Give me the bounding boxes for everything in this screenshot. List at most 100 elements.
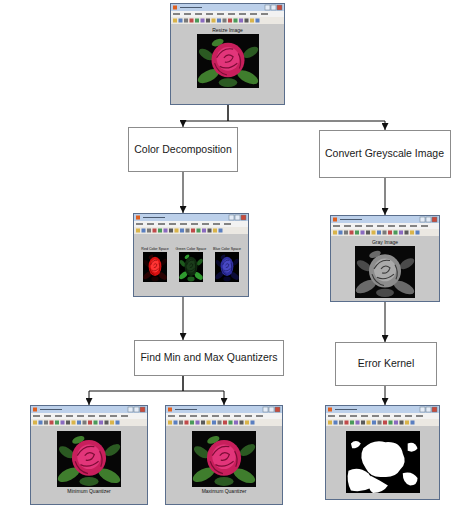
figure-body — [31, 426, 147, 504]
window-button — [265, 5, 270, 10]
menu-item — [383, 415, 390, 416]
menu-item — [333, 225, 340, 226]
tool-icon — [61, 421, 65, 425]
window-button — [432, 217, 437, 222]
rose-image — [197, 34, 259, 88]
tool-icon — [55, 421, 59, 425]
tool-icon — [239, 19, 243, 23]
menu-item — [344, 225, 351, 226]
tool-icon — [356, 421, 360, 425]
menu-item — [223, 415, 230, 416]
figure-body — [134, 234, 248, 296]
tool-icon — [229, 421, 233, 425]
tool-icon — [223, 19, 227, 23]
menu-item — [234, 415, 241, 416]
tool-icon — [164, 229, 168, 233]
connector-arrow — [385, 302, 386, 342]
box-text-group: Convert Greyscale Image — [325, 147, 444, 160]
menu-item — [217, 13, 224, 14]
tool-icon — [212, 19, 216, 23]
title-line — [335, 409, 357, 410]
window-content: Gray Image — [330, 215, 440, 298]
image-content — [57, 431, 121, 487]
image-content — [346, 431, 420, 493]
channel-row: Red Color SpaceGreen Color SpaceBlue Col… — [133, 246, 249, 282]
tool-bar — [166, 419, 282, 426]
tool-icon — [416, 231, 420, 235]
tool-icon — [234, 421, 238, 425]
menu-item — [55, 415, 62, 416]
tool-icon — [158, 229, 162, 233]
menu-item — [180, 223, 187, 224]
tool-icon — [251, 421, 255, 425]
menu-bar — [31, 413, 147, 419]
rose-image — [192, 431, 256, 487]
channel-column: Green Color Space — [173, 246, 209, 282]
tool-bar — [331, 229, 439, 236]
menu-item — [168, 415, 175, 416]
tool-icon — [168, 421, 172, 425]
tool-icon — [99, 421, 103, 425]
channel-caption: Blue Color Space — [213, 247, 241, 251]
menu-item — [256, 415, 263, 416]
window-button — [271, 5, 276, 10]
tool-icon — [405, 421, 409, 425]
window-button — [140, 407, 145, 412]
rose-image — [215, 252, 239, 282]
box-label: Color Decomposition — [134, 143, 231, 156]
error-mask-image — [346, 431, 420, 493]
window-button — [241, 215, 246, 220]
tool-icon — [191, 229, 195, 233]
tool-icon — [116, 421, 120, 425]
tool-icon — [201, 19, 205, 23]
tool-icon — [383, 231, 387, 235]
menu-bar — [166, 413, 282, 419]
menu-item — [361, 415, 368, 416]
title-bar — [326, 406, 439, 413]
window-frame — [331, 216, 440, 302]
figure-caption: Gray Image — [372, 239, 398, 245]
tool-icon — [350, 421, 354, 425]
menu-bar — [331, 223, 439, 229]
tool-icon — [94, 421, 98, 425]
screenshot-window: Gray Image — [330, 215, 440, 302]
window-content: Resize Image — [170, 3, 285, 88]
tool-icon — [344, 231, 348, 235]
window-icon — [33, 408, 37, 412]
tool-icon — [207, 421, 211, 425]
tool-icon — [195, 19, 199, 23]
window-button — [275, 407, 280, 412]
menu-bar — [134, 221, 248, 227]
connector-arrow — [228, 105, 385, 130]
menu-item — [388, 225, 395, 226]
tool-icon — [372, 421, 376, 425]
menu-item — [410, 225, 417, 226]
tool-icon — [39, 421, 43, 425]
tool-icon — [206, 19, 210, 23]
window-icon — [333, 218, 337, 222]
tool-bar — [31, 419, 147, 426]
window-content: Red Color SpaceGreen Color SpaceBlue Col… — [133, 213, 249, 282]
tool-icon — [169, 229, 173, 233]
tool-icon — [339, 421, 343, 425]
menu-item — [121, 415, 128, 416]
menu-item — [33, 415, 40, 416]
menu-item — [77, 415, 84, 416]
tool-icon — [196, 421, 200, 425]
menu-bar — [171, 11, 284, 17]
tool-icon — [173, 19, 177, 23]
window-icon — [328, 408, 332, 412]
menu-item — [399, 225, 406, 226]
title-line — [340, 219, 362, 220]
tool-icon — [367, 421, 371, 425]
window-frame — [31, 406, 148, 505]
connector-arrow — [183, 105, 228, 127]
menu-item — [202, 223, 209, 224]
tool-icon — [399, 231, 403, 235]
window-button — [229, 215, 234, 220]
menu-item — [213, 223, 220, 224]
tool-icon — [77, 421, 81, 425]
tool-icon — [377, 231, 381, 235]
figure-body — [166, 426, 282, 504]
